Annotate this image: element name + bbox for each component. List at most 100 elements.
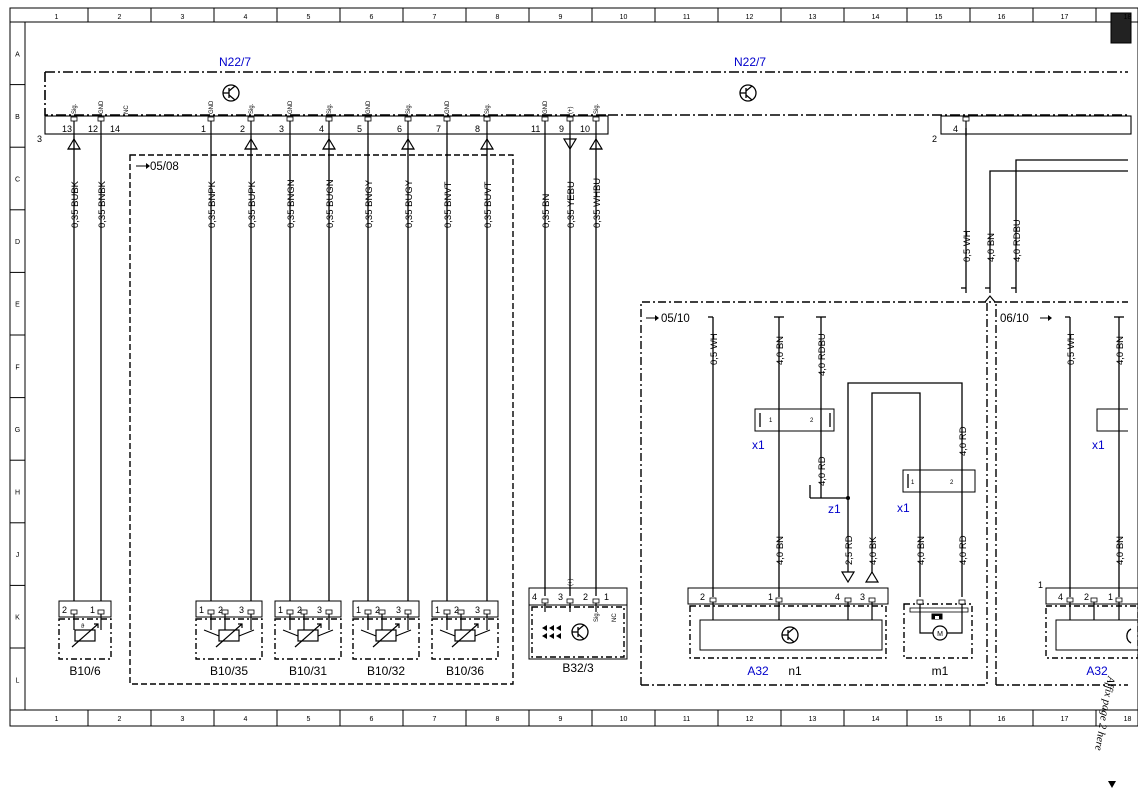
pin-number: 1 — [768, 592, 773, 602]
wire-label: 4,0 RD — [817, 456, 828, 486]
wire-label: 0,5 WH — [962, 230, 973, 262]
wire-label: 4,0 RD — [958, 535, 969, 565]
pin-number: 1 — [356, 605, 361, 615]
wire — [360, 629, 377, 637]
pin-type-tag: GND — [99, 100, 105, 114]
pin-number: 1 — [1108, 592, 1113, 602]
pin-contact-icon — [541, 116, 549, 122]
row-letter: E — [15, 302, 20, 309]
connector-label-x1: x1 — [752, 438, 765, 452]
pin-type-tag: GND — [543, 100, 549, 114]
pin-number: 6 — [397, 124, 402, 134]
column-number: 15 — [935, 14, 943, 21]
thermistor-icon — [451, 623, 479, 648]
thermistor-icon — [372, 623, 400, 648]
motor-lead — [947, 626, 963, 634]
junction-dot — [846, 496, 850, 500]
pin-contact-icon — [286, 609, 294, 615]
wire-label: 0,5 WH — [709, 333, 720, 365]
pin-number: 3 — [396, 605, 401, 615]
pin-number: 9 — [559, 124, 564, 134]
pin-number: 1 — [604, 592, 609, 602]
wire-label: 0,35 BUPK — [247, 180, 258, 228]
section-wires — [712, 317, 1120, 597]
variable-arrow — [372, 623, 400, 648]
column-number: 6 — [370, 14, 374, 21]
component-b32-3 — [528, 587, 628, 660]
pin-type-tag: GND — [209, 100, 215, 114]
pin-contact-icon — [775, 597, 783, 603]
pin-number: 10 — [580, 124, 590, 134]
pin-number: 4 — [1058, 592, 1063, 602]
pin-number: 3 — [558, 592, 563, 602]
transistor-icon — [571, 623, 589, 641]
wire-label: 0,5 WH — [1066, 333, 1077, 365]
pin-contact-icon — [868, 597, 876, 603]
wire — [474, 629, 491, 637]
row-letter: C — [15, 177, 20, 184]
module-label-left: N22/7 — [219, 55, 251, 69]
pin-type-tag: NC — [124, 105, 130, 114]
pin-number: 5 — [357, 124, 362, 134]
ref-arrow-icon — [1040, 315, 1052, 321]
component-boundary — [352, 618, 420, 660]
wire-label: 0,35 BNGY — [364, 179, 375, 228]
pin-type-tag: GND — [288, 100, 294, 114]
motor-symbol: M — [937, 631, 943, 638]
pin-contact-icon — [70, 609, 78, 615]
pin-number: 2 — [950, 480, 954, 486]
pin-type-tag: Sig. — [327, 103, 333, 114]
pin-contact-icon — [1090, 597, 1098, 603]
wire-label: 2,5 RD — [844, 535, 855, 565]
pin-contact-icon — [483, 116, 491, 122]
connector-label-x1: x1 — [1092, 438, 1105, 452]
wire-label: 0,35 BN — [541, 194, 552, 228]
pin-number: 4 — [532, 592, 537, 602]
pin-contact-icon — [958, 599, 966, 605]
column-number: 2 — [118, 14, 122, 21]
pin-contact-icon — [566, 116, 574, 122]
wire-label: 0,35 BNVT — [443, 181, 454, 228]
wire-label: 4,0 BN — [775, 336, 786, 365]
column-number: 12 — [746, 14, 754, 21]
arrow-head — [94, 623, 99, 628]
wire-label: 0,35 BNBK — [97, 180, 108, 228]
connector-x1 — [754, 408, 1128, 493]
pin-contact-icon — [566, 598, 574, 604]
region-05-10 — [640, 301, 1128, 686]
pin-number: 1 — [278, 605, 283, 615]
column-number: 10 — [620, 14, 628, 21]
wire — [395, 629, 412, 637]
thermistor-icon — [215, 623, 243, 648]
wire-label: 0,35 BUVT — [483, 181, 494, 228]
component-header — [274, 600, 342, 618]
wire — [238, 629, 255, 637]
thermistor-icon — [71, 623, 99, 648]
pin-type-tag: GND — [366, 100, 372, 114]
pin-number: 1 — [90, 605, 95, 615]
pin-contact-icon — [1115, 597, 1123, 603]
transistor-icon — [781, 626, 799, 644]
pin-contact-icon — [207, 609, 215, 615]
arrow-head — [395, 623, 400, 628]
wire-label: 0,35 BUBK — [70, 180, 81, 228]
wire-label: 4,0 BN — [1115, 536, 1126, 565]
column-number: 15 — [935, 716, 943, 723]
pin-type-tag: Sig. — [406, 103, 412, 114]
module-boundary — [44, 71, 1128, 116]
component-m1 — [903, 603, 973, 659]
component-header — [58, 600, 112, 618]
pin-number: 3 — [317, 605, 322, 615]
section-ref: 05/08 — [150, 161, 179, 173]
pin-number: 2 — [700, 592, 705, 602]
column-number: 14 — [872, 716, 880, 723]
wire-label: 4,0 BN — [1115, 336, 1126, 365]
variable-arrow — [294, 623, 322, 648]
